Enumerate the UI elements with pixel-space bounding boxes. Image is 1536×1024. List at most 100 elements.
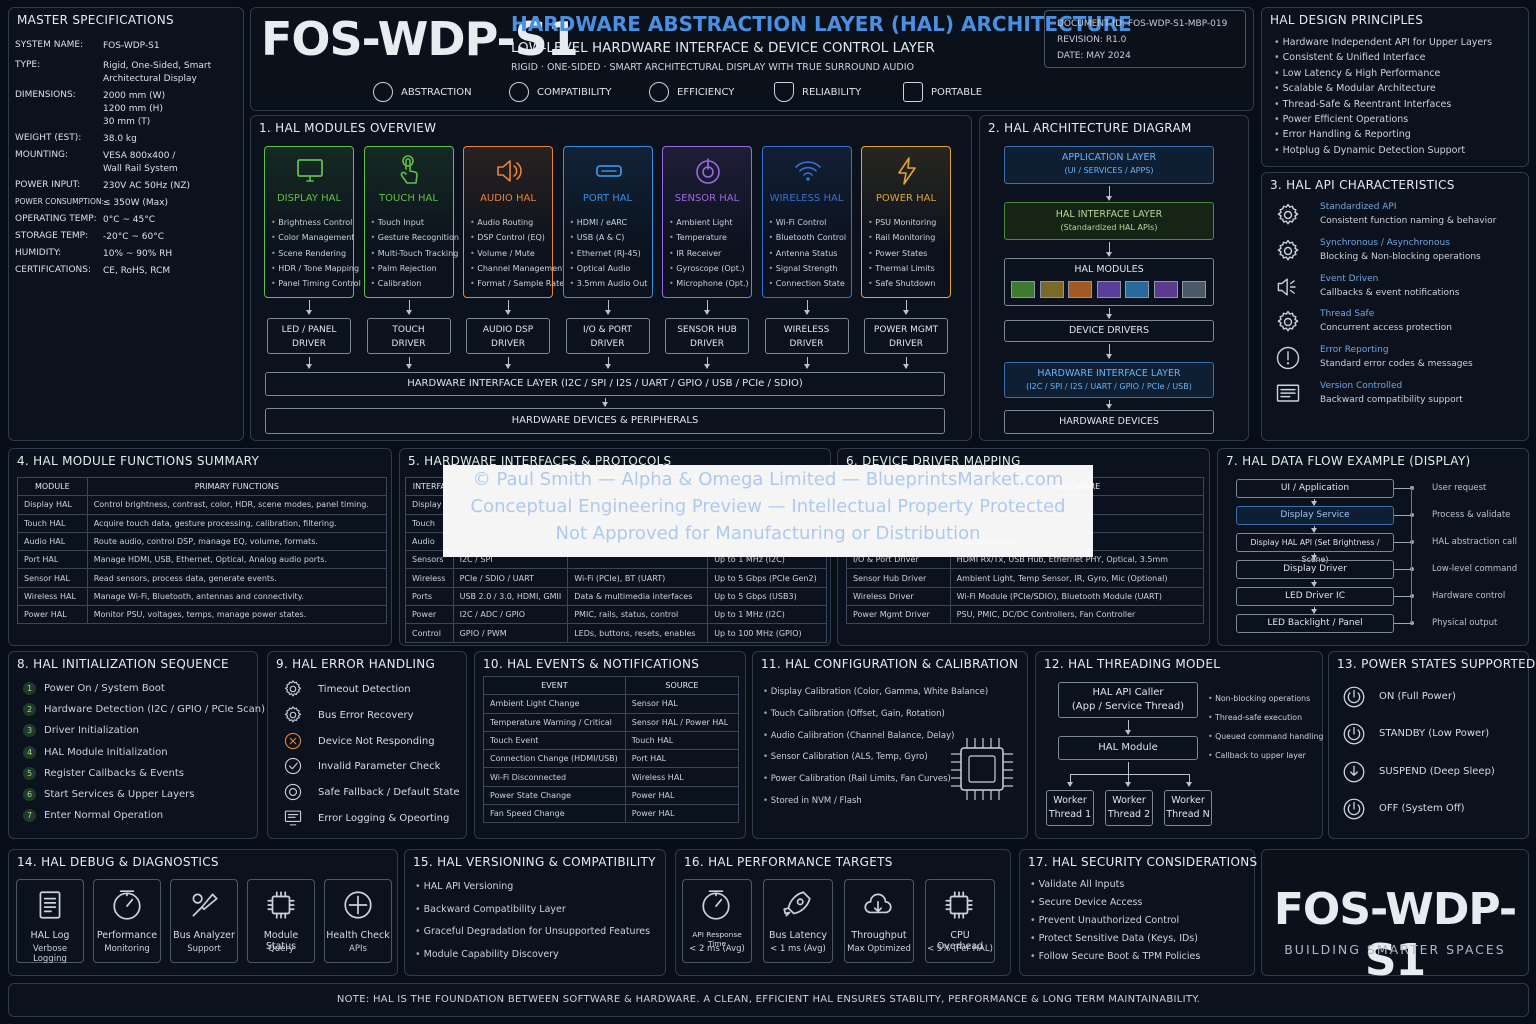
specs-title: MASTER SPECIFICATIONS bbox=[17, 13, 174, 27]
module-feature: Thermal Limits bbox=[868, 261, 936, 276]
document-info-box: DOCUMENT ID: FOS-WDP-S1-MBP-019 REVISION… bbox=[1044, 10, 1246, 68]
config-item: Stored in NVM / Flash bbox=[763, 796, 862, 806]
worker-thread-box: Worker Thread 1 bbox=[1046, 790, 1094, 826]
power-on-icon bbox=[1343, 686, 1365, 708]
table-cell: LEDs, buttons, resets, enables bbox=[567, 623, 709, 643]
module-feature: Connection State bbox=[769, 276, 847, 291]
hal-module-box: HAL Module bbox=[1058, 736, 1198, 760]
versioning-item: Module Capability Discovery bbox=[415, 949, 559, 960]
spec-row: MOUNTING:VESA 800x400 / Wall Rail System bbox=[15, 150, 178, 174]
module-feature: Volume / Mute bbox=[470, 246, 565, 261]
module-name: PORT HAL bbox=[582, 193, 633, 204]
power-icon-wrap bbox=[1341, 721, 1367, 751]
module-name: POWER HAL bbox=[875, 193, 937, 204]
debug-tool-detail: Support bbox=[187, 944, 221, 954]
timer-gear-icon bbox=[284, 680, 302, 697]
module-swatch bbox=[1125, 281, 1149, 298]
device-drivers-box: DEVICE DRIVERS bbox=[1004, 320, 1214, 342]
link-icon bbox=[509, 82, 529, 102]
security-title: 17. HAL SECURITY CONSIDERATIONS bbox=[1028, 855, 1258, 869]
module-icon-wrap bbox=[891, 155, 923, 187]
table-cell: Power Mgmt Driver bbox=[846, 605, 951, 625]
module-features: Touch InputGesture RecognitionMulti-Touc… bbox=[371, 215, 459, 291]
table-cell: Fan Speed Change bbox=[483, 804, 626, 824]
hal-modules-overview-panel: 1. HAL MODULES OVERVIEW DISPLAY HALBrigh… bbox=[250, 115, 972, 441]
debug-tool-detail: Query bbox=[268, 944, 294, 954]
principle-item: Power Efficient Operations bbox=[1274, 114, 1409, 125]
debug-tool-detail: Verbose Logging bbox=[32, 944, 68, 964]
table-cell: Sensor HAL bbox=[624, 694, 740, 714]
spec-key: TYPE: bbox=[15, 60, 41, 70]
spec-value: 0°C ~ 45°C bbox=[103, 215, 156, 225]
speedometer-icon bbox=[649, 82, 669, 102]
pillar-label: EFFICIENCY bbox=[677, 87, 735, 98]
spec-row: WEIGHT (EST):38.0 kg bbox=[15, 133, 137, 144]
spec-key: CERTIFICATIONS: bbox=[15, 265, 92, 275]
watermark-line-3: Not Approved for Manufacturing or Distri… bbox=[555, 523, 981, 544]
api-item-desc: Consistent function naming & behavior bbox=[1320, 216, 1497, 226]
module-icon-wrap bbox=[294, 155, 326, 187]
module-feature: Ambient Light bbox=[669, 215, 749, 230]
hardware-devices-box: HARDWARE DEVICES bbox=[1004, 410, 1214, 434]
api-icon-wrap bbox=[1274, 308, 1302, 340]
analyzer-icon bbox=[192, 893, 218, 917]
module-swatch bbox=[1153, 281, 1178, 298]
api-title: 3. HAL API CHARACTERISTICS bbox=[1270, 178, 1455, 192]
log-icon bbox=[39, 891, 61, 919]
config-title: 11. HAL CONFIGURATION & CALIBRATION bbox=[761, 657, 1019, 671]
table-cell: PMIC, rails, status, control bbox=[567, 605, 709, 625]
module-card-power-hal: POWER HALPSU MonitoringRail MonitoringPo… bbox=[861, 146, 951, 298]
versioning-title: 15. HAL VERSIONING & COMPATIBILITY bbox=[413, 855, 656, 869]
bolt-icon bbox=[898, 157, 916, 185]
security-item: Follow Secure Boot & TPM Policies bbox=[1030, 951, 1201, 962]
sync-gear-icon bbox=[1277, 239, 1299, 261]
error-item: Bus Error Recovery bbox=[318, 709, 414, 721]
module-feature: Gyroscope (Opt.) bbox=[669, 261, 749, 276]
performance-target-label: CPU Overhead bbox=[936, 930, 984, 952]
power-state: SUSPEND (Deep Sleep) bbox=[1379, 765, 1495, 777]
wifi-icon bbox=[794, 161, 821, 181]
config-item: Power Calibration (Rail Limits, Fan Curv… bbox=[763, 774, 951, 784]
module-name: TOUCH HAL bbox=[379, 193, 438, 204]
security-item: Validate All Inputs bbox=[1030, 879, 1125, 890]
design-principles-panel: HAL DESIGN PRINCIPLES Hardware Independe… bbox=[1261, 7, 1529, 167]
debug-tool-label: Performance bbox=[96, 930, 158, 941]
cloud-icon bbox=[864, 893, 892, 914]
principle-item: Scalable & Modular Architecture bbox=[1274, 83, 1436, 94]
module-features: Brightness ControlColor ManagementScene … bbox=[271, 215, 361, 291]
table-cell: Ports bbox=[405, 586, 454, 607]
footer-note: NOTE: HAL IS THE FOUNDATION BETWEEN SOFT… bbox=[336, 994, 1201, 1005]
performance-panel: 16. HAL PERFORMANCE TARGETS API Response… bbox=[675, 849, 1011, 976]
modules-title: 1. HAL MODULES OVERVIEW bbox=[259, 121, 437, 135]
module-card-display-hal: DISPLAY HALBrightness ControlColor Manag… bbox=[264, 146, 361, 298]
module-feature: Power States bbox=[868, 246, 936, 261]
mapping-title: 6. DEVICE DRIVER MAPPING bbox=[846, 454, 1021, 468]
table-cell: Power HAL bbox=[624, 785, 740, 806]
cpu-icon bbox=[945, 891, 973, 919]
debug-tool-label: Module Status bbox=[263, 930, 299, 952]
log-monitor-icon bbox=[284, 810, 302, 826]
module-feature: Scene Rendering bbox=[271, 246, 361, 261]
module-icon-wrap bbox=[593, 155, 625, 187]
step-number: 2 bbox=[23, 703, 36, 717]
api-item-title: Synchronous / Asynchronous bbox=[1320, 237, 1450, 248]
table-header: EVENT bbox=[483, 675, 626, 696]
spec-value: -20°C ~ 60°C bbox=[103, 232, 164, 242]
module-swatch bbox=[1096, 281, 1121, 298]
flow-dot bbox=[1410, 567, 1414, 571]
hardware-interface-bar: HARDWARE INTERFACE LAYER (I2C / SPI / I2… bbox=[265, 372, 945, 396]
chip-query-icon bbox=[267, 891, 295, 919]
module-feature: Wi-Fi Control bbox=[769, 215, 847, 230]
